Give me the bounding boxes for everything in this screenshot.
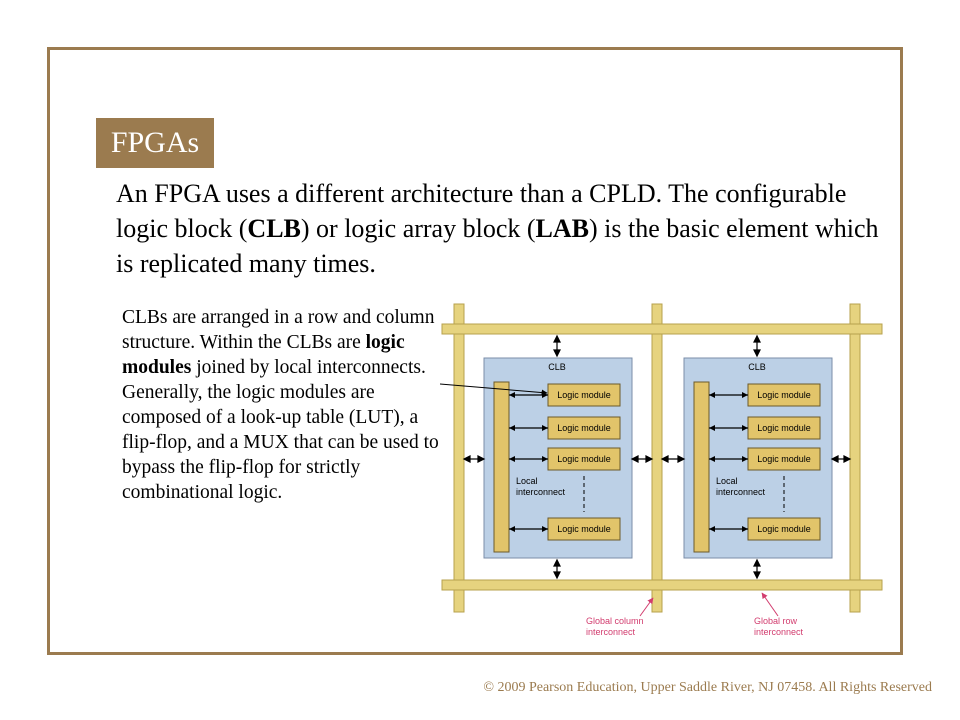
global-column-pointer [639,597,654,617]
intro-paragraph: An FPGA uses a different architecture th… [116,176,896,281]
slide-frame [47,47,903,655]
logic-module-label: Logic module [757,390,811,400]
local-interconnect-bar [493,381,510,553]
fpga-diagram: CLB Logic module Logic module Logic modu… [440,303,883,637]
side-bold-logic-modules: logic modules [122,332,405,378]
global-row-pointer [761,592,779,617]
logic-module-label: Logic module [757,524,811,534]
logic-module-label: Logic module [557,454,611,464]
local-interconnect-label: Local interconnect [716,476,766,497]
global-row-bus-top [441,323,883,335]
copyright-notice: © 2009 Pearson Education, Upper Saddle R… [483,680,932,695]
clb-label: CLB [748,362,766,372]
intro-text-3: ) is the basic element which is replicat… [116,214,879,278]
local-interconnect-bar [693,381,710,553]
side-text-2: joined by local interconnects. Generally… [122,357,439,503]
clb-label: CLB [548,362,566,372]
intro-bold-lab: LAB [535,214,589,243]
local-interconnect-label: Local interconnect [516,476,566,497]
global-column-bus-1 [453,303,465,613]
vertical-bus-arrows [553,334,761,580]
logic-module-pointer-arrow [440,383,548,396]
clb-block-1: CLB Logic module Logic module Logic modu… [483,357,633,559]
side-paragraph: CLBs are arranged in a row and column st… [122,305,444,505]
intro-bold-clb: CLB [247,214,301,243]
intro-text-2: ) or logic array block ( [300,214,536,243]
side-text-1: CLBs are arranged in a row and column st… [122,307,435,353]
logic-module-label: Logic module [757,454,811,464]
logic-module-label: Logic module [557,524,611,534]
clb-block-2: CLB Logic module Logic module Logic modu… [683,357,833,559]
global-column-bus-2 [651,303,663,613]
horizontal-bus-arrows [462,455,852,463]
slide-title: FPGAs [96,118,214,168]
intro-text-1: An FPGA uses a different architecture th… [116,179,847,243]
logic-module-label: Logic module [557,390,611,400]
global-column-bus-3 [849,303,861,613]
global-row-label: Global row interconnect [754,616,804,637]
logic-module-label: Logic module [757,423,811,433]
global-row-bus-bottom [441,579,883,591]
logic-module-label: Logic module [557,423,611,433]
global-column-label: Global column interconnect [586,616,646,637]
